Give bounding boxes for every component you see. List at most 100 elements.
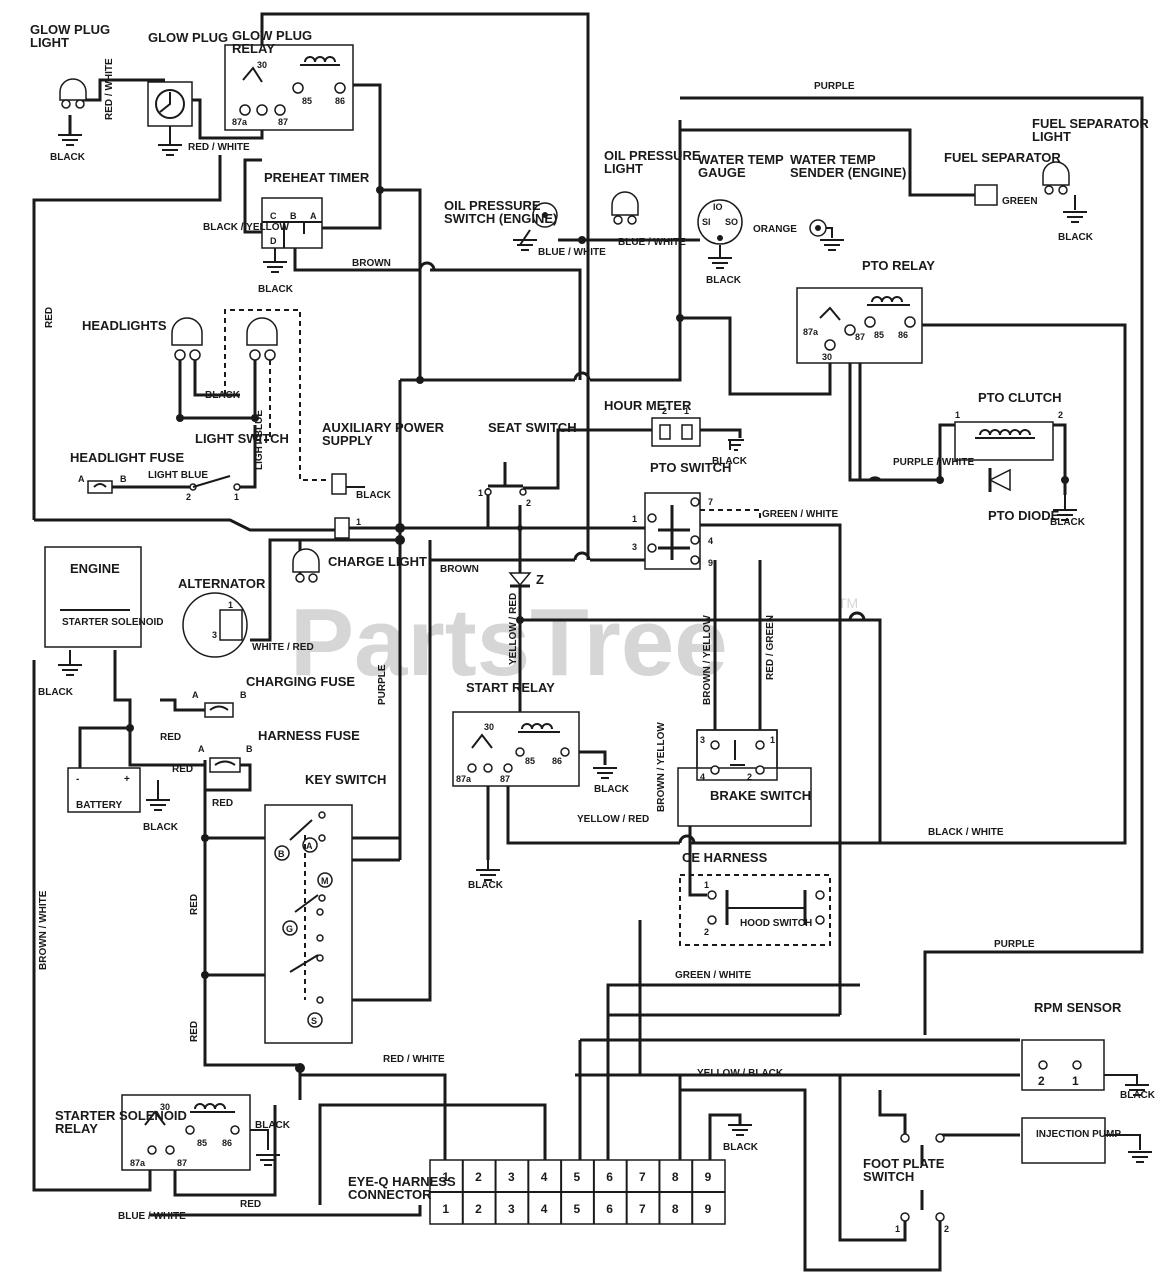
svg-text:1: 1 bbox=[770, 735, 775, 745]
brake-switch-label: BRAKE SWITCH bbox=[710, 788, 811, 803]
svg-text:RED: RED bbox=[160, 732, 181, 743]
svg-text:BLACK: BLACK bbox=[1058, 232, 1094, 243]
svg-text:A: A bbox=[306, 841, 313, 851]
svg-text:BLUE / WHITE: BLUE / WHITE bbox=[618, 237, 686, 248]
svg-text:30: 30 bbox=[822, 352, 832, 362]
connector-bottom-pin: 3 bbox=[508, 1202, 515, 1216]
hour-meter: 2 1 HOUR METER BLACK bbox=[604, 398, 748, 467]
svg-text:2: 2 bbox=[662, 406, 667, 416]
connector-top-pin: 1 bbox=[442, 1170, 449, 1184]
headlights-label: HEADLIGHTS bbox=[82, 318, 167, 333]
start-relay-label: START RELAY bbox=[466, 680, 555, 695]
svg-text:SI: SI bbox=[702, 217, 711, 227]
svg-text:2: 2 bbox=[747, 772, 752, 782]
svg-text:1: 1 bbox=[356, 517, 361, 527]
diode-z: Z YELLOW / RED bbox=[508, 572, 544, 665]
svg-text:YELLOW / RED: YELLOW / RED bbox=[577, 814, 649, 825]
svg-text:1: 1 bbox=[228, 600, 233, 610]
svg-text:WHITE / RED: WHITE / RED bbox=[252, 642, 314, 653]
svg-text:BLACK / WHITE: BLACK / WHITE bbox=[928, 827, 1004, 838]
svg-text:86: 86 bbox=[335, 96, 345, 106]
svg-text:LIGHT BLUE: LIGHT BLUE bbox=[148, 470, 208, 481]
svg-text:85: 85 bbox=[874, 330, 884, 340]
svg-text:PURPLE / WHITE: PURPLE / WHITE bbox=[893, 457, 974, 468]
connector-bottom-pin: 9 bbox=[705, 1202, 712, 1216]
starter-solenoid-label: STARTER SOLENOID bbox=[62, 617, 163, 628]
svg-text:B: B bbox=[290, 211, 297, 221]
pto-diode: PTO DIODE BLACK bbox=[988, 468, 1086, 528]
svg-text:BLACK: BLACK bbox=[258, 284, 294, 295]
svg-text:BLUE / WHITE: BLUE / WHITE bbox=[538, 247, 606, 258]
svg-text:1: 1 bbox=[684, 406, 689, 416]
rpm-sensor: 2 1 RPM SENSOR BLACK bbox=[1021, 1000, 1156, 1101]
alternator-label: ALTERNATOR bbox=[178, 576, 266, 591]
key-switch: B A M G S KEY SWITCH RED RED PURPLE RED … bbox=[38, 307, 388, 1044]
svg-text:2: 2 bbox=[1038, 1074, 1045, 1088]
watermark-trademark: TM bbox=[838, 595, 858, 611]
svg-text:+: + bbox=[124, 774, 130, 785]
svg-text:2: 2 bbox=[944, 1224, 949, 1234]
pto-clutch-label: PTO CLUTCH bbox=[978, 390, 1062, 405]
svg-text:1: 1 bbox=[704, 880, 709, 890]
svg-text:87: 87 bbox=[500, 774, 510, 784]
svg-text:S: S bbox=[311, 1016, 317, 1026]
svg-text:GREEN / WHITE: GREEN / WHITE bbox=[675, 970, 751, 981]
key-switch-label: KEY SWITCH bbox=[305, 772, 386, 787]
svg-text:87: 87 bbox=[855, 332, 865, 342]
svg-text:1: 1 bbox=[955, 410, 960, 420]
svg-text:C: C bbox=[270, 211, 277, 221]
svg-text:SO: SO bbox=[725, 217, 738, 227]
preheat-timer-label: PREHEAT TIMER bbox=[264, 170, 370, 185]
wire-crossovers bbox=[418, 261, 882, 844]
svg-text:RED: RED bbox=[44, 307, 55, 328]
svg-text:A: A bbox=[192, 690, 199, 700]
svg-text:87: 87 bbox=[278, 117, 288, 127]
connector-top-pin: 4 bbox=[541, 1170, 548, 1184]
svg-text:BLACK: BLACK bbox=[205, 390, 241, 401]
harness-fuse-label: HARNESS FUSE bbox=[258, 728, 360, 743]
glow-plug-label: GLOW PLUG bbox=[148, 30, 228, 45]
svg-text:RED: RED bbox=[212, 798, 233, 809]
svg-text:1: 1 bbox=[895, 1224, 900, 1234]
svg-text:87: 87 bbox=[177, 1158, 187, 1168]
headlights: HEADLIGHTS BLACK bbox=[82, 317, 278, 401]
connector-bottom-pin: 1 bbox=[442, 1202, 449, 1216]
svg-text:RED: RED bbox=[189, 1021, 200, 1042]
connector-bottom-pin: 5 bbox=[574, 1202, 581, 1216]
connector-top-pin: 2 bbox=[475, 1170, 482, 1184]
svg-text:LIGHT BLUE: LIGHT BLUE bbox=[254, 410, 265, 470]
svg-text:BLACK: BLACK bbox=[468, 880, 504, 891]
svg-text:B: B bbox=[120, 474, 127, 484]
svg-text:1: 1 bbox=[478, 488, 483, 498]
seat-switch-label: SEAT SWITCH bbox=[488, 420, 577, 435]
svg-text:YELLOW / RED: YELLOW / RED bbox=[508, 593, 519, 665]
brown-wire-label: BROWN bbox=[440, 564, 479, 575]
junction-dots bbox=[126, 186, 1069, 1073]
start-relay: 87a 30 87 85 86 START RELAY BLACK BLACK … bbox=[452, 680, 649, 891]
charge-light-label: CHARGE LIGHT bbox=[328, 554, 427, 569]
svg-text:BROWN / WHITE: BROWN / WHITE bbox=[38, 890, 49, 970]
connector-bottom-pin: 8 bbox=[672, 1202, 679, 1216]
svg-text:BLACK / YELLOW: BLACK / YELLOW bbox=[203, 222, 289, 233]
pto-clutch: 1 2 PTO CLUTCH PURPLE / WHITE bbox=[893, 390, 1063, 468]
svg-text:1: 1 bbox=[234, 492, 239, 502]
svg-text:A: A bbox=[78, 474, 85, 484]
brake-switch: 3 1 4 2 BRAKE SWITCH BROWN / YELLOW RED … bbox=[656, 615, 812, 827]
svg-text:A: A bbox=[198, 744, 205, 754]
connector-bottom-pin: 6 bbox=[606, 1202, 613, 1216]
svg-text:BLACK: BLACK bbox=[255, 1120, 291, 1131]
svg-text:86: 86 bbox=[552, 756, 562, 766]
svg-text:PURPLE: PURPLE bbox=[814, 81, 855, 92]
connector-top-pin: 9 bbox=[705, 1170, 712, 1184]
